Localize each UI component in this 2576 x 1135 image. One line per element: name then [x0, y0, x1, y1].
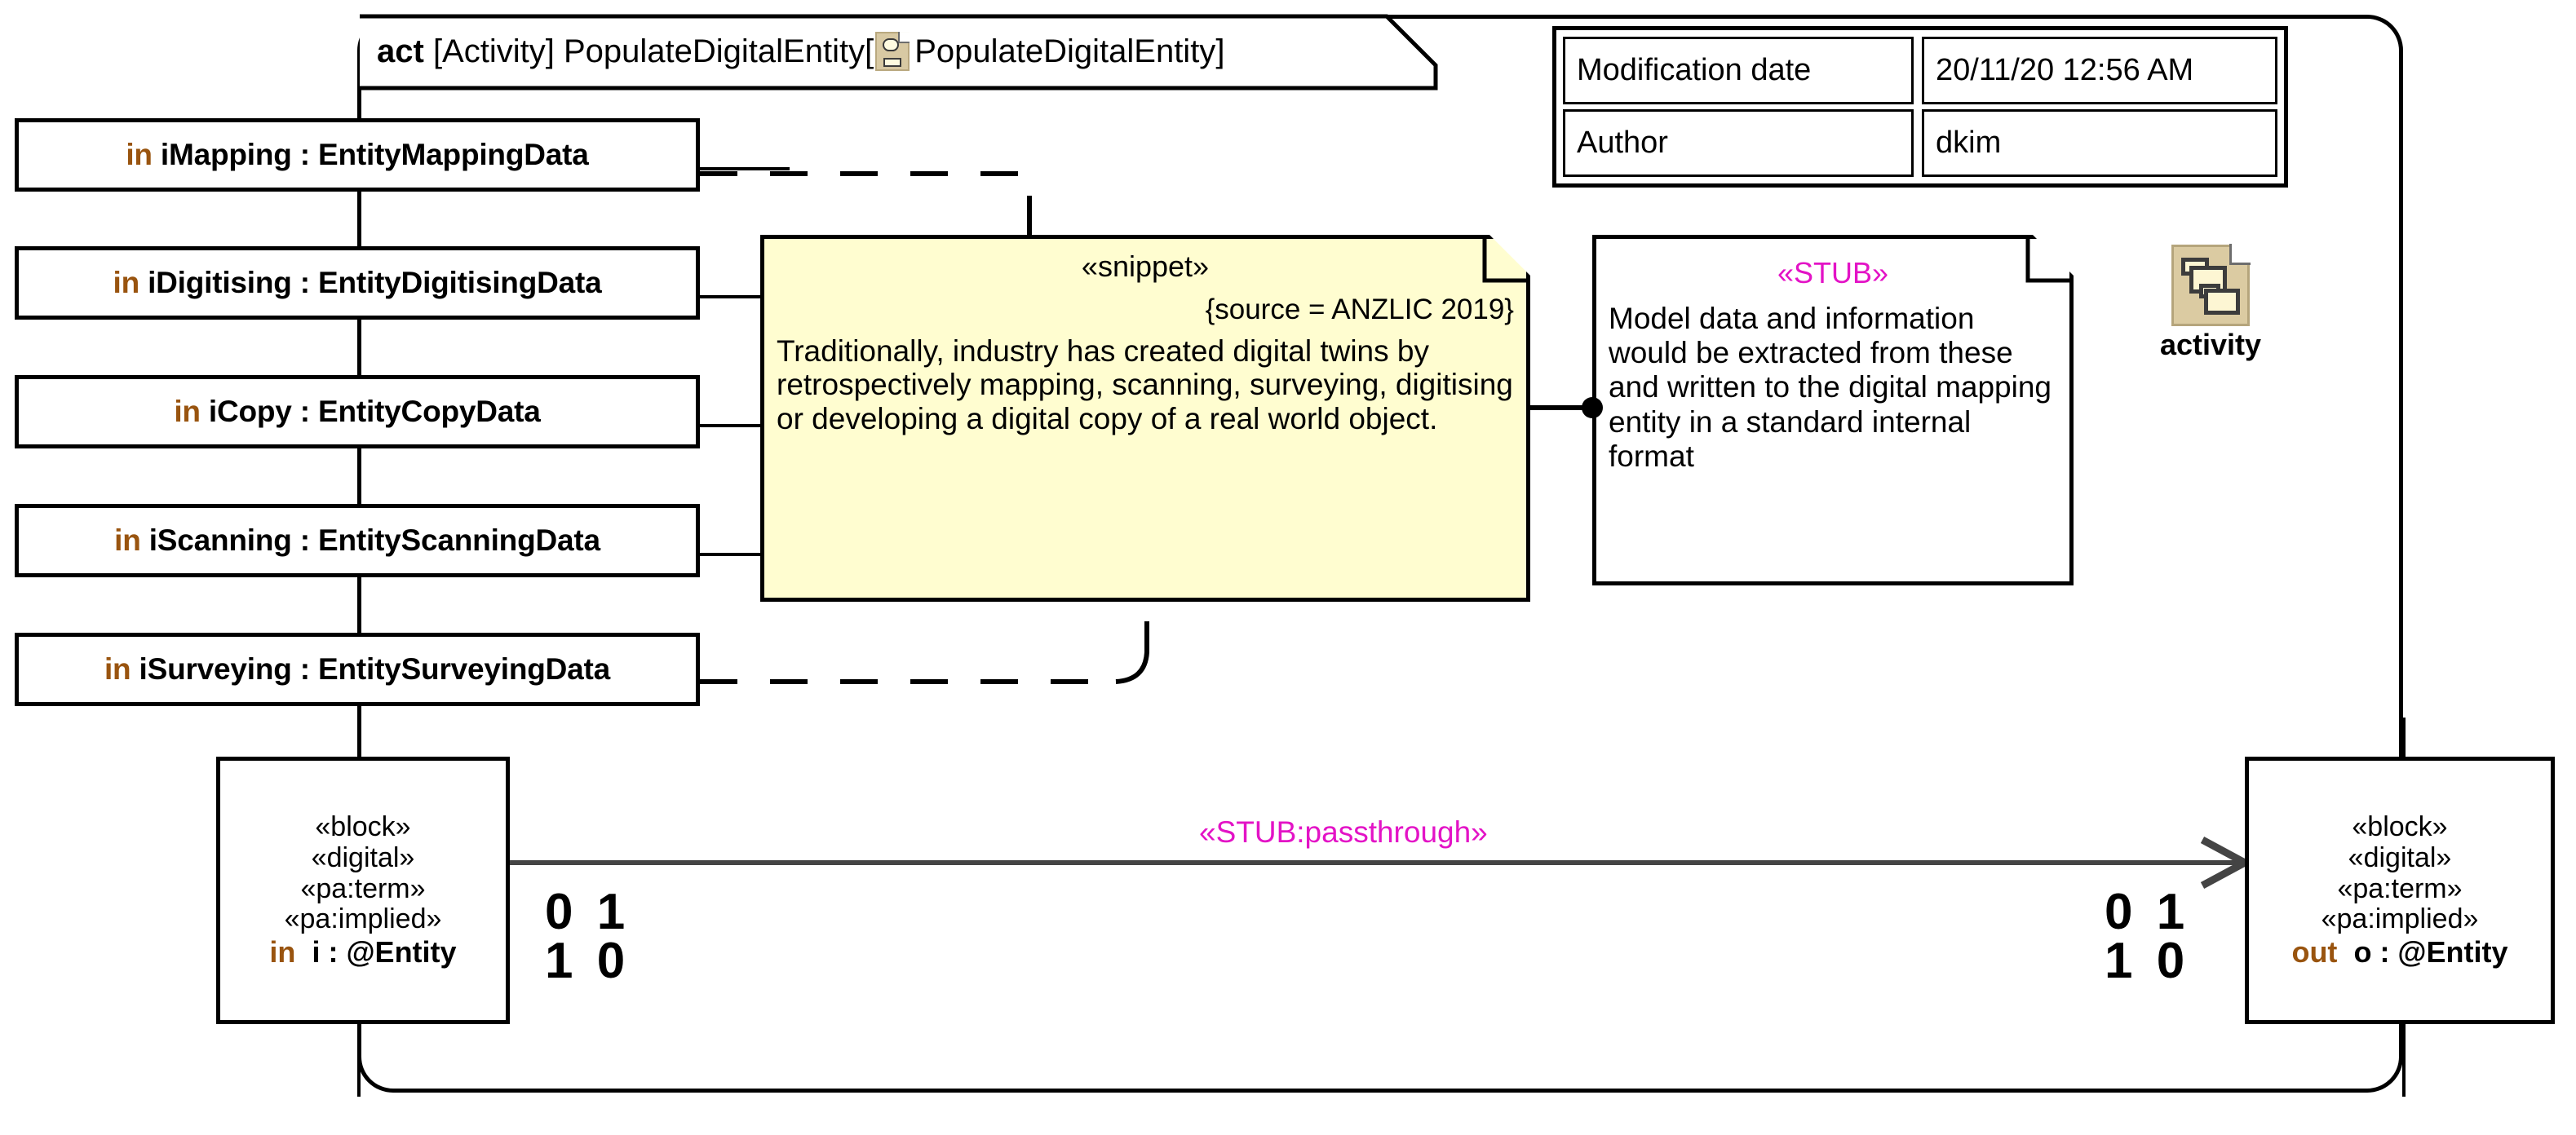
block-stereotype: «block» [315, 811, 411, 843]
block-pin: out o : @Entity [2291, 935, 2508, 969]
metadata-key-modification-date: Modification date [1563, 37, 1914, 104]
param-type: EntityDigitisingData [317, 266, 602, 299]
activity-legend: activity [2137, 244, 2284, 362]
input-param-iscanning[interactable]: in iScanning : EntityScanningData [15, 504, 700, 577]
input-param-icopy[interactable]: in iCopy : EntityCopyData [15, 375, 700, 448]
frame-open-bracket: [ [865, 33, 874, 69]
frame-keyword: act [377, 33, 424, 69]
output-block-bottom-connector [2402, 1023, 2406, 1097]
param-name: iScanning [148, 523, 292, 557]
param-direction: in [174, 395, 201, 428]
param-direction: in [113, 266, 139, 299]
pin-stub-iscanning [700, 553, 765, 556]
input-block-bottom-connector [357, 1023, 361, 1097]
stub-anchor-dot [1582, 397, 1603, 418]
block-pin-label: o : @Entity [2353, 935, 2508, 969]
param-direction: in [126, 138, 153, 171]
block-stereotype: «pa:term» [2337, 872, 2463, 904]
param-name: iDigitising [148, 266, 292, 299]
stub-text: Model data and information would be extr… [1609, 302, 2052, 473]
block-stereotype: «digital» [2348, 841, 2452, 873]
activity-diagram-icon [875, 32, 910, 72]
pin-stub-icopy [700, 424, 765, 427]
output-binary-bottom: 1 0 [2105, 933, 2190, 989]
block-pin: in i : @Entity [269, 935, 457, 969]
input-block-top-connector [357, 718, 361, 758]
activity-legend-label: activity [2159, 328, 2262, 361]
pin-stub-idigitising [700, 295, 765, 298]
snippet-text: Traditionally, industry has created digi… [777, 334, 1513, 435]
stub-stereotype: «STUB» [1777, 256, 1889, 289]
param-type: EntitySurveyingData [317, 652, 611, 686]
snippet-tagged-value: {source = ANZLIC 2019} [1205, 294, 1514, 325]
snippet-stereotype: «snippet» [1081, 250, 1210, 283]
block-direction: in [269, 935, 296, 969]
pin-stub-imapping [700, 167, 790, 170]
table-row: Modification date 20/11/20 12:56 AM [1563, 37, 2277, 104]
block-pin-label: i : @Entity [312, 935, 457, 969]
metadata-key-author: Author [1563, 109, 1914, 177]
table-row: Author dkim [1563, 109, 2277, 177]
stub-note: «STUB» Model data and information would … [1592, 232, 2076, 585]
metadata-table: Modification date 20/11/20 12:56 AM Auth… [1552, 26, 2288, 188]
block-direction: out [2291, 935, 2338, 969]
param-type: EntityCopyData [317, 395, 541, 428]
input-binary-top: 0 1 [545, 884, 631, 940]
input-param-idigitising[interactable]: in iDigitising : EntityDigitisingData [15, 246, 700, 320]
frame-close-bracket: ] [1215, 33, 1225, 69]
block-stereotype: «block» [2352, 811, 2448, 843]
param-name: iSurveying [139, 652, 292, 686]
frame-inner-name: PopulateDigitalEntity [914, 33, 1216, 69]
frame-name: PopulateDigitalEntity [563, 33, 865, 69]
block-stereotype: «pa:implied» [284, 903, 442, 935]
output-binary-top: 0 1 [2105, 884, 2190, 940]
frame-qualifier: [Activity] [432, 33, 555, 69]
snippet-note: «snippet» {source = ANZLIC 2019} Traditi… [760, 232, 1533, 602]
passthrough-label: «STUB:passthrough» [1199, 815, 1488, 849]
input-binary-bottom: 1 0 [545, 933, 631, 989]
param-direction: in [114, 523, 141, 557]
input-block-node[interactable]: «block» «digital» «pa:term» «pa:implied»… [216, 757, 510, 1024]
input-param-imapping[interactable]: in iMapping : EntityMappingData [15, 118, 700, 192]
output-block-node[interactable]: «block» «digital» «pa:term» «pa:implied»… [2245, 757, 2555, 1024]
activity-icon [2171, 244, 2251, 326]
frame-title: act [Activity] PopulateDigitalEntity [ P… [357, 15, 1410, 90]
metadata-value-author: dkim [1922, 109, 2277, 177]
param-name: iMapping [160, 138, 292, 171]
block-stereotype: «digital» [311, 841, 415, 873]
param-direction: in [104, 652, 131, 686]
block-stereotype: «pa:implied» [2321, 903, 2479, 935]
param-name: iCopy [208, 395, 292, 428]
block-stereotype: «pa:term» [300, 872, 426, 904]
metadata-value-modification-date: 20/11/20 12:56 AM [1922, 37, 2277, 104]
param-type: EntityScanningData [317, 523, 600, 557]
output-block-top-connector [2402, 718, 2406, 758]
input-param-isurveying[interactable]: in iSurveying : EntitySurveyingData [15, 633, 700, 706]
param-type: EntityMappingData [317, 138, 589, 171]
